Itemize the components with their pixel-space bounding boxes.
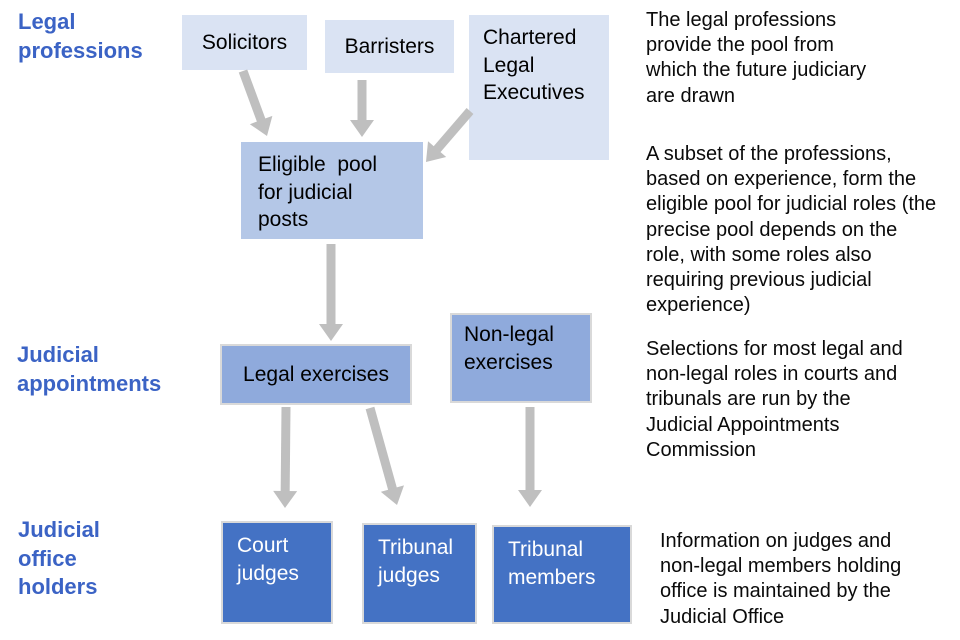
box-chartered-legal-executives: Chartered Legal Executives xyxy=(469,15,609,160)
arrow-barristers-to-eligible-pool xyxy=(350,80,374,137)
box-court-judges: Court judges xyxy=(221,521,333,624)
section-label-legal-professions: Legal professions xyxy=(18,9,143,63)
box-tribunal-judges: Tribunal judges xyxy=(362,523,477,624)
box-legal-exercises: Legal exercises xyxy=(220,344,412,405)
box-tribunal-members: Tribunal members xyxy=(492,525,632,624)
arrow-solicitors-to-eligible-pool xyxy=(238,69,273,136)
annotation-pool-note: A subset of the professions, based on ex… xyxy=(646,143,937,317)
annotation-professions-note: The legal professions provide the pool f… xyxy=(646,9,867,107)
section-label-judicial-office-holders: Judicial office holders xyxy=(18,517,100,600)
annotation-office-note: Information on judges and non-legal memb… xyxy=(660,530,902,628)
section-label-judicial-appointments: Judicial appointments xyxy=(17,342,162,396)
annotation-selections-note: Selections for most legal and non-legal … xyxy=(646,338,903,461)
box-eligible-pool: Eligible pool for judicial posts xyxy=(241,142,423,239)
arrow-eligible-pool-to-legal-exercises xyxy=(319,244,343,341)
box-non-legal-exercises: Non-legal exercises xyxy=(450,313,592,403)
arrow-chartered-to-eligible-pool xyxy=(426,108,474,162)
arrow-non-legal-exercises-to-tribunal-members xyxy=(518,407,542,507)
arrow-legal-exercises-to-court-judges xyxy=(273,406,298,508)
box-solicitors: Solicitors xyxy=(182,15,307,70)
arrow-legal-exercises-to-tribunal-judges xyxy=(365,406,405,505)
box-barristers: Barristers xyxy=(325,20,454,73)
